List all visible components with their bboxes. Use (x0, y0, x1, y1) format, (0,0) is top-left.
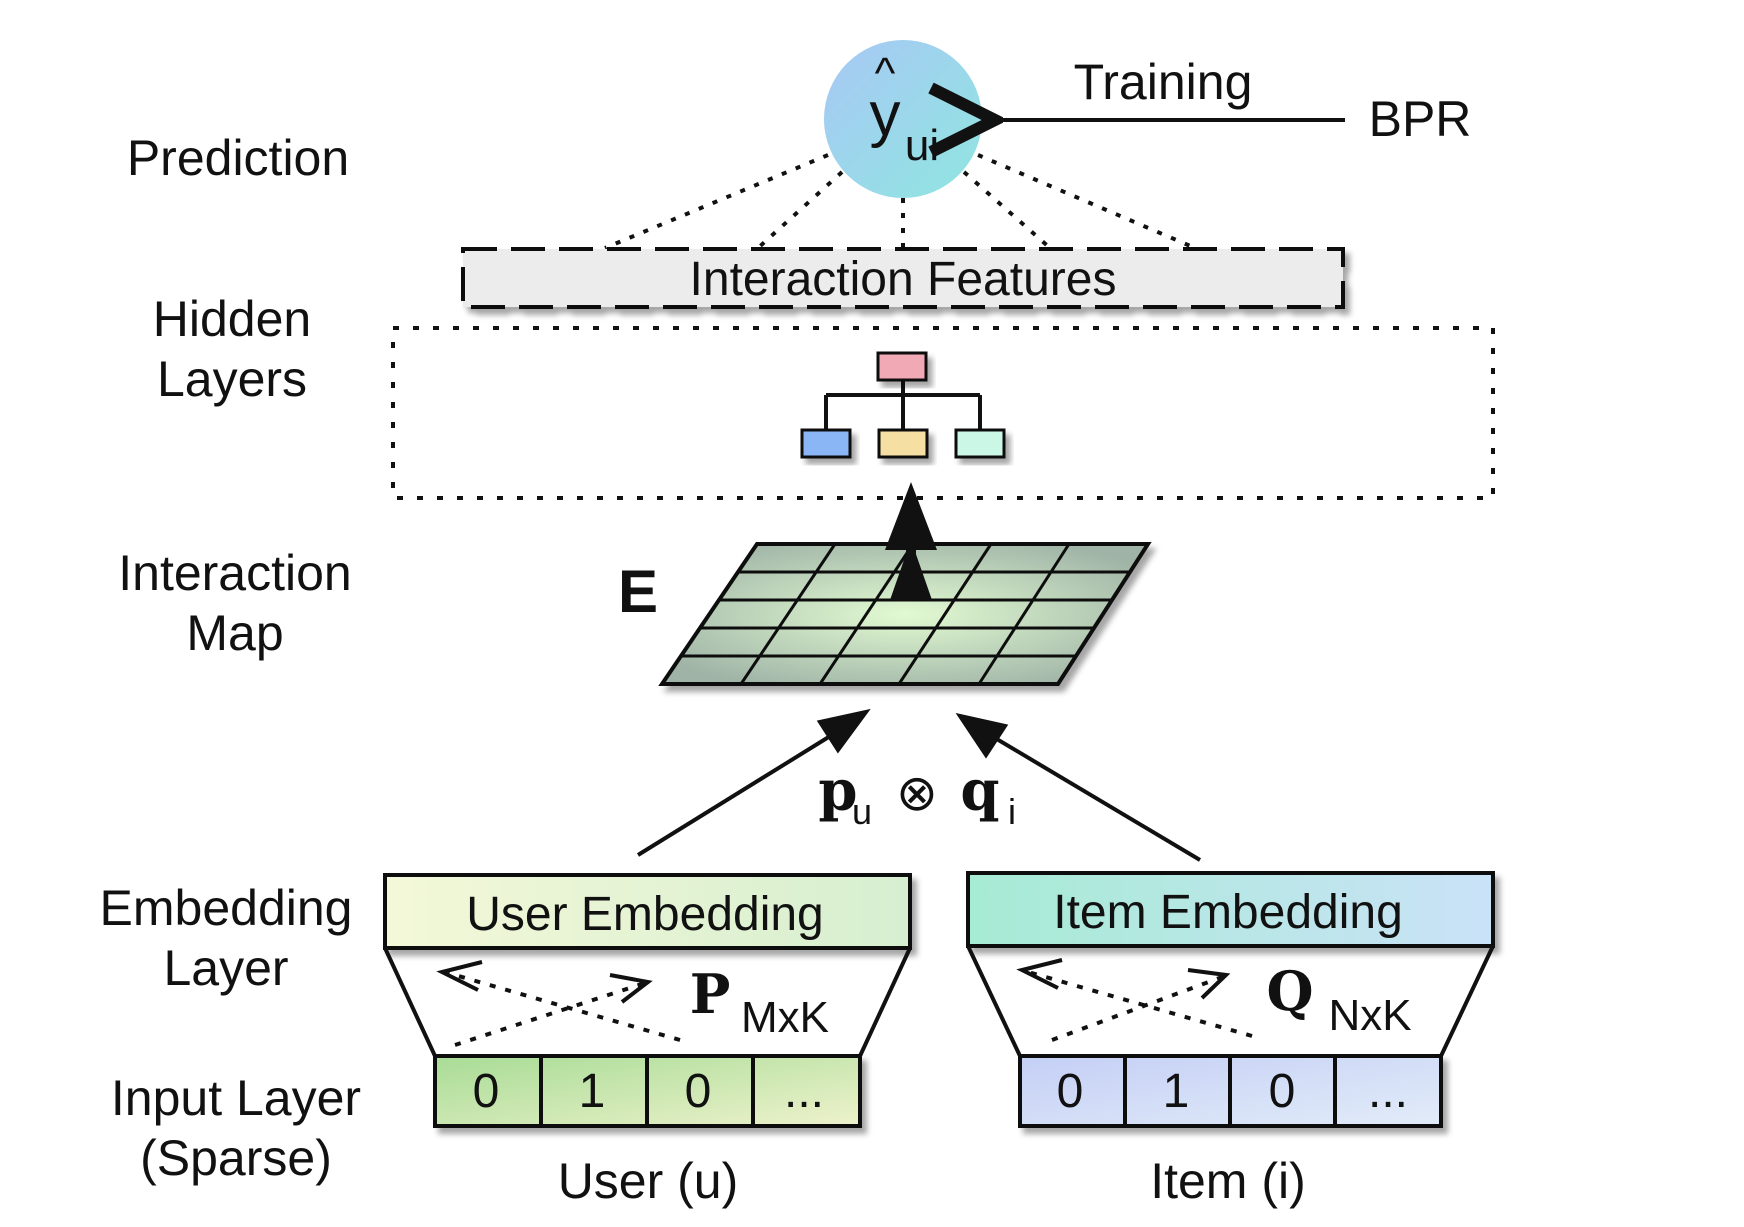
layer-label-hidden-line1: Hidden (153, 291, 311, 347)
item-input-cell-1: 1 (1163, 1065, 1190, 1118)
user-input-cell-2: 0 (685, 1065, 712, 1118)
embedding-to-map-arrows (636, 708, 1202, 862)
user-mapping-arrows (447, 971, 681, 1047)
interaction-features-label: Interaction Features (690, 253, 1117, 306)
item-input-vector (1018, 1054, 1443, 1128)
item-mapping-arrows (1027, 970, 1253, 1042)
layer-label-hidden-line2: Layers (157, 351, 307, 407)
prediction-connections (604, 153, 1196, 250)
user-branch: User Embedding P MxK 0 1 0 ... User (u) (383, 873, 912, 1209)
item-matrix-symbol: Q (1266, 959, 1313, 1023)
bpr-label: BPR (1369, 91, 1472, 147)
layer-label-prediction: Prediction (127, 130, 349, 186)
layer-label-embedding-line1: Embedding (100, 880, 353, 936)
layer-label-embedding-line2: Layer (163, 940, 288, 996)
item-input-cell-0: 0 (1057, 1065, 1084, 1118)
user-matrix-symbol: P (690, 962, 731, 1026)
item-embedding-box (966, 871, 1495, 948)
product-q: q (960, 758, 999, 824)
hidden-node-middle (877, 428, 929, 459)
hidden-layers-box (391, 326, 1495, 500)
product-q-subscript: i (1008, 791, 1016, 832)
user-input-vector (433, 1054, 862, 1128)
item-input-cell-2: 0 (1269, 1065, 1296, 1118)
item-arrowhead-right (1187, 968, 1231, 1000)
layer-label-interaction-line1: Interaction (118, 545, 351, 601)
hidden-node-right (954, 428, 1006, 459)
layer-label-interaction-line2: Map (186, 605, 283, 661)
item-input-cell-3: ... (1368, 1065, 1408, 1118)
product-p: p (818, 758, 857, 824)
interaction-features-box (461, 247, 1345, 309)
hidden-node-top (876, 351, 928, 382)
layer-label-input-line2: (Sparse) (140, 1130, 332, 1186)
item-arrowhead-left (1016, 958, 1063, 990)
item-matrix-dims: NxK (1328, 991, 1411, 1040)
user-embedding-label: User Embedding (466, 888, 824, 941)
product-operator: ⊗ (896, 765, 938, 821)
training-label: Training (1074, 54, 1253, 110)
prediction-hat: ^ (875, 49, 896, 98)
item-caption: Item (i) (1150, 1153, 1306, 1209)
user-arrowhead-left (436, 960, 483, 992)
up-arrow-to-hidden (885, 482, 937, 600)
item-branch: Item Embedding Q NxK 0 1 0 ... Item (i) (966, 871, 1495, 1209)
user-matrix-dims: MxK (741, 993, 829, 1042)
interaction-map-label: E (618, 558, 658, 625)
user-caption: User (u) (558, 1153, 739, 1209)
product-p-subscript: u (852, 791, 872, 832)
user-arrowhead-right (609, 973, 653, 1004)
prediction-node (824, 40, 982, 198)
item-embedding-label: Item Embedding (1053, 886, 1403, 939)
user-input-cell-3: ... (784, 1065, 824, 1118)
user-input-cell-1: 1 (579, 1065, 606, 1118)
hidden-node-left (800, 428, 852, 459)
hidden-network-icon (800, 351, 1006, 459)
prediction-symbol: y (870, 80, 901, 149)
layer-label-input-line1: Input Layer (111, 1070, 361, 1126)
user-embedding-box (383, 873, 912, 950)
user-input-cell-0: 0 (473, 1065, 500, 1118)
prediction-subscript: ui (905, 121, 939, 170)
